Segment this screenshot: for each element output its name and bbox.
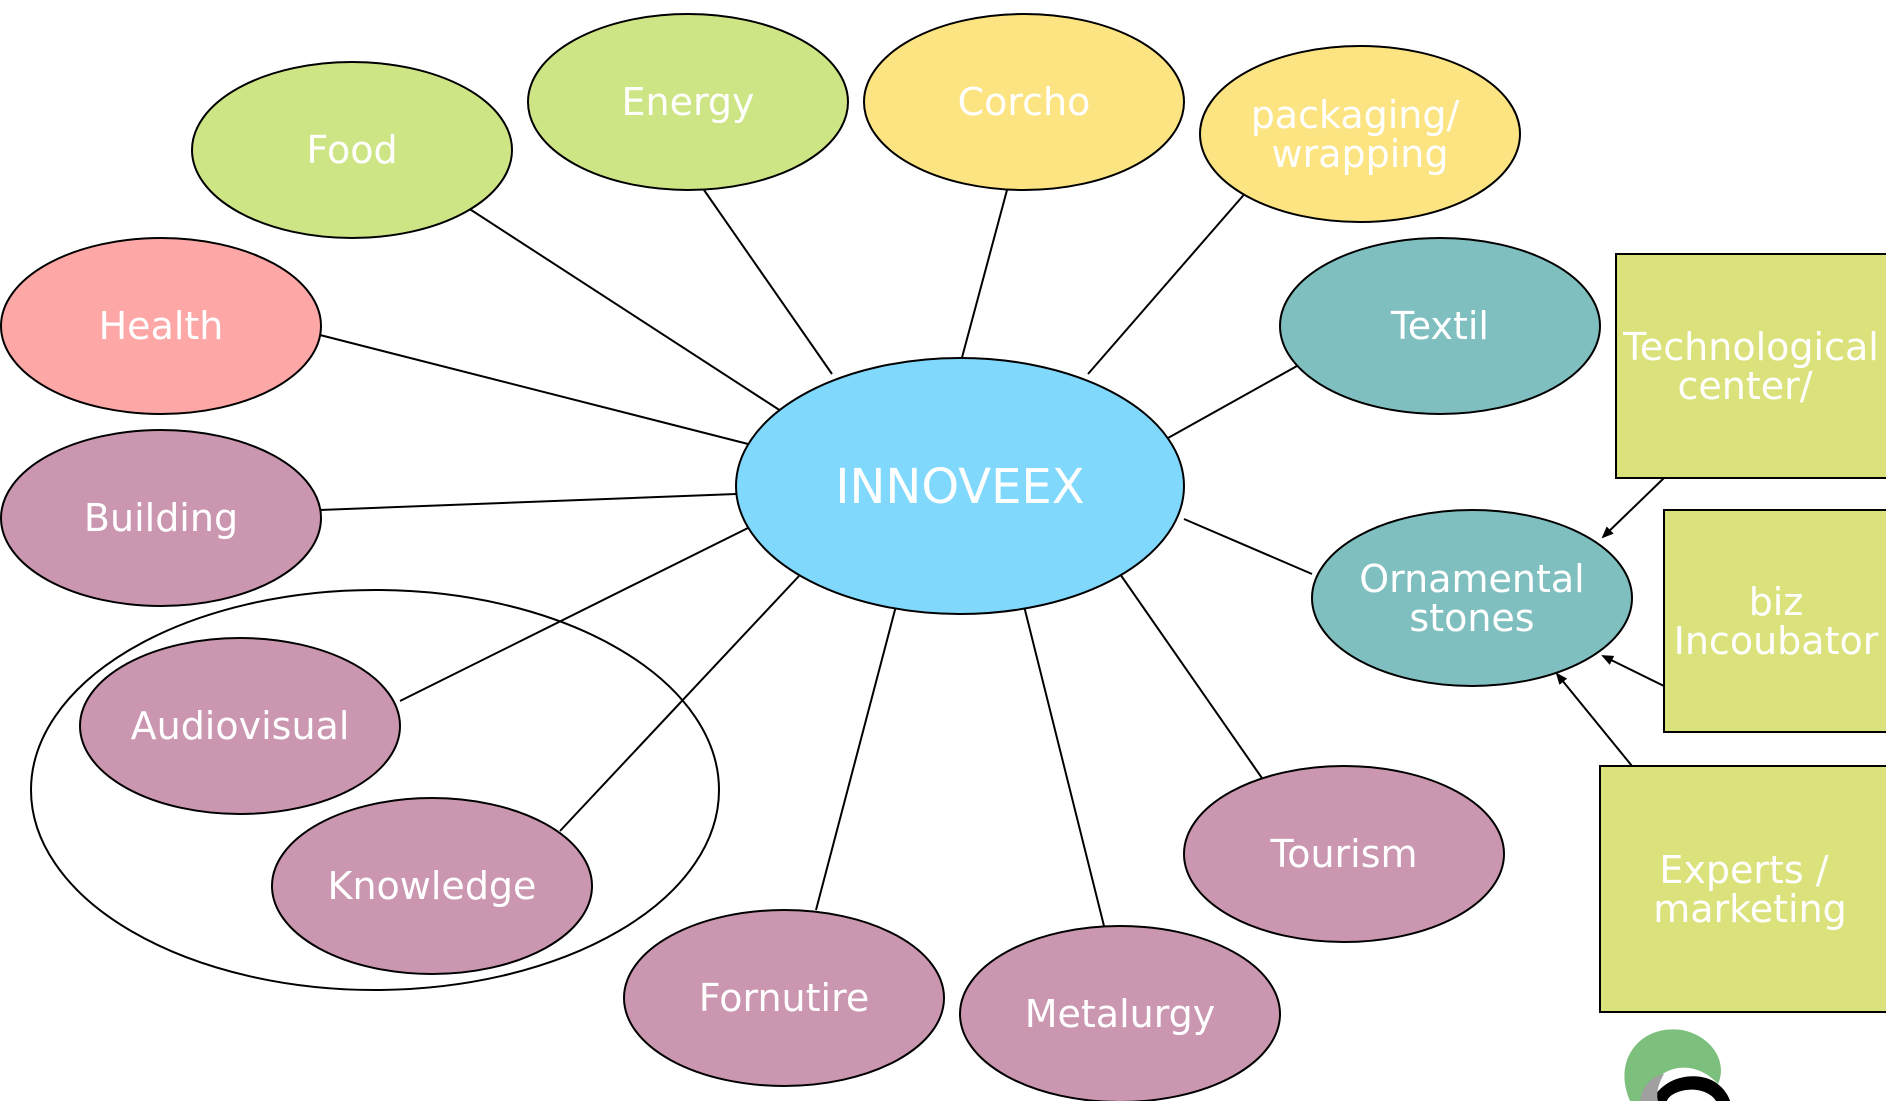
experts-marketing-label-line1: Experts / [1659, 848, 1828, 892]
audiovisual-ellipse [79, 637, 401, 815]
connector-energy [703, 189, 833, 375]
experts-marketing-rect [1599, 765, 1886, 1013]
building-ellipse [0, 429, 322, 607]
connector-corcho [959, 189, 1008, 366]
technological-center-label-line2: center/ [1677, 364, 1812, 408]
fornutire-ellipse [623, 909, 945, 1087]
connector-metalurgy [1023, 605, 1105, 927]
metalurgy-ellipse [959, 925, 1281, 1101]
arrow-technological-center [1601, 477, 1665, 539]
node-building[interactable]: Building [0, 429, 322, 607]
connector-food [464, 205, 785, 414]
knowledge-ellipse [271, 797, 593, 975]
node-fornutire[interactable]: Fornutire [623, 909, 945, 1087]
ornamental-stones-label-line2: stones [1409, 596, 1534, 640]
connector-tourism [1119, 573, 1265, 782]
box-biz-incubator[interactable]: biz Incoubator [1663, 509, 1886, 733]
connector-textil [1167, 365, 1298, 439]
packaging-label-line2: wrapping [1272, 132, 1449, 176]
node-health[interactable]: Health [0, 237, 322, 415]
ornamental-stones-label-line1: Ornamental [1359, 557, 1584, 601]
knowledge-label: Knowledge [328, 864, 537, 908]
packaging-ellipse [1199, 45, 1521, 223]
connector-fornutire [815, 605, 897, 911]
food-label: Food [306, 128, 397, 172]
logo-grey-swirl [1640, 1074, 1664, 1101]
connector-packaging [1087, 189, 1249, 375]
innoveex-ellipse [735, 357, 1185, 615]
tourism-label: Tourism [1269, 832, 1417, 876]
support-arrows [1555, 477, 1665, 767]
node-knowledge[interactable]: Knowledge [271, 797, 593, 975]
node-corcho[interactable]: Corcho [863, 13, 1185, 191]
health-label: Health [99, 304, 224, 348]
food-ellipse [191, 61, 513, 239]
arrow-biz-incubator [1601, 655, 1665, 687]
fornutire-label: Fornutire [699, 976, 870, 1020]
tourism-ellipse [1183, 765, 1505, 943]
metalurgy-label: Metalurgy [1025, 992, 1216, 1036]
energy-ellipse [527, 13, 849, 191]
textil-label: Textil [1390, 304, 1489, 348]
corcho-label: Corcho [958, 80, 1091, 124]
node-textil[interactable]: Textil [1279, 237, 1601, 415]
box-technological-center[interactable]: Technological center/ [1615, 253, 1886, 479]
textil-ellipse [1279, 237, 1601, 415]
arrow-experts-marketing [1555, 672, 1633, 767]
node-food[interactable]: Food [191, 61, 513, 239]
innoveex-label: INNOVEEX [835, 459, 1084, 515]
corcho-ellipse [863, 13, 1185, 191]
node-audiovisual[interactable]: Audiovisual [79, 637, 401, 815]
logo-black-swirl [1652, 1076, 1730, 1101]
connector-audiovisual [399, 525, 753, 702]
swirl-logo-icon [1624, 1029, 1730, 1101]
health-ellipse [0, 237, 322, 415]
audiovisual-knowledge-group-outline [30, 589, 720, 991]
packaging-label-line1: packaging/ [1251, 93, 1460, 137]
node-tourism[interactable]: Tourism [1183, 765, 1505, 943]
connector-building [319, 493, 737, 511]
experts-marketing-label-line2: marketing [1653, 887, 1847, 931]
connector-lines [319, 189, 1313, 927]
biz-incubator-label-line1: biz [1749, 580, 1804, 624]
node-metalurgy[interactable]: Metalurgy [959, 925, 1281, 1101]
biz-incubator-label-line2: Incoubator [1674, 619, 1879, 663]
energy-label: Energy [621, 80, 754, 124]
connector-ornamental [1183, 518, 1313, 575]
technological-center-label-line1: Technological [1622, 325, 1879, 369]
building-label: Building [84, 496, 238, 540]
node-energy[interactable]: Energy [527, 13, 849, 191]
node-center-innoveex[interactable]: INNOVEEX [735, 357, 1185, 615]
node-ornamental-stones[interactable]: Ornamental stones [1311, 509, 1633, 687]
audiovisual-label: Audiovisual [131, 704, 350, 748]
node-packaging[interactable]: packaging/ wrapping [1199, 45, 1521, 223]
biz-incubator-rect [1663, 509, 1886, 733]
technological-center-rect [1615, 253, 1886, 479]
box-experts-marketing[interactable]: Experts / marketing [1599, 765, 1886, 1013]
connector-health [319, 334, 753, 446]
ornamental-stones-ellipse [1311, 509, 1633, 687]
connector-knowledge [559, 575, 800, 832]
